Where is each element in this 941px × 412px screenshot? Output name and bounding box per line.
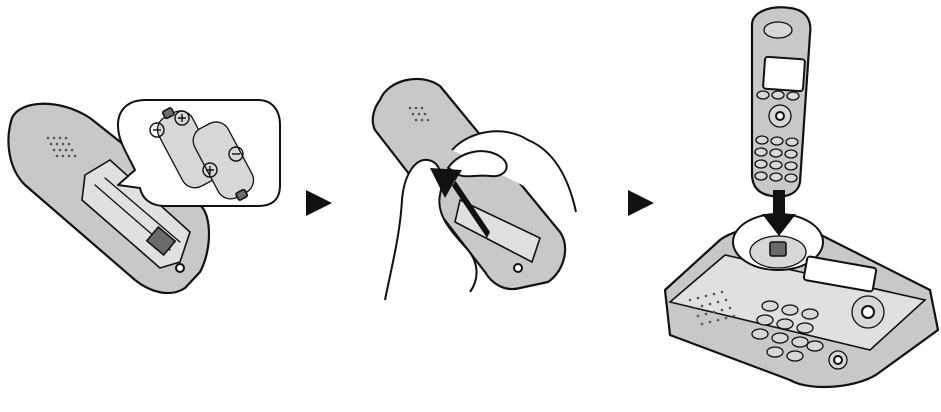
step-1-battery-insert (8, 100, 280, 293)
step-2-slide-cover (373, 79, 576, 300)
screw-hole (176, 264, 184, 272)
play-arrow-icon (628, 190, 654, 216)
step-3-place-on-base (665, 7, 938, 387)
base-nav-key (852, 296, 884, 328)
earpiece (764, 22, 792, 38)
play-arrow-icon (306, 190, 332, 216)
charging-contacts (770, 242, 786, 256)
handset-display (763, 57, 805, 92)
